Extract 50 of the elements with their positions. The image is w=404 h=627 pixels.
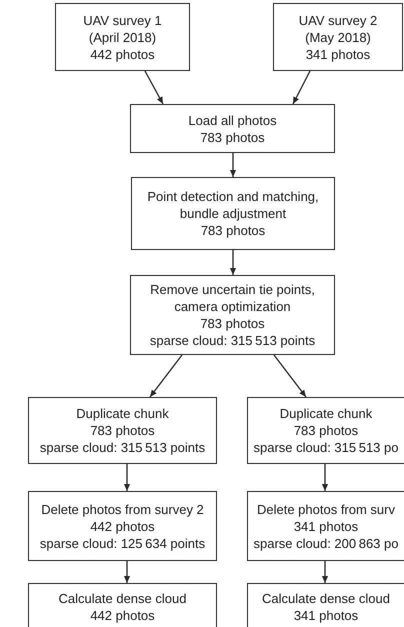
arrow — [144, 70, 164, 104]
step-text: 783 photos — [200, 222, 266, 239]
step-text: Delete photos from surv — [256, 500, 395, 518]
process-box — [28, 491, 217, 561]
step-text: Point detection and matching, bundle adjustment — [146, 188, 320, 222]
step-text: 442 photos — [90, 46, 155, 62]
arrow — [273, 354, 307, 398]
step-text: 783 photos — [90, 422, 155, 439]
step-text: 341 photos — [306, 46, 370, 62]
step-text: UAV survey 1 — [83, 12, 162, 28]
process-box — [28, 583, 217, 627]
step-text: 783 photos — [200, 128, 265, 146]
step-text: sparse cloud: 315 513 points — [150, 332, 316, 349]
step-text: (April 2018) — [88, 28, 156, 46]
step-text: 442 photos — [90, 607, 155, 624]
process-box — [131, 177, 335, 250]
step-text: sparse cloud: 315 513 po — [254, 439, 398, 456]
step-text: Calculate dense cloud — [262, 590, 390, 607]
arrow — [322, 464, 328, 491]
step-text: (May 2018) — [305, 28, 371, 46]
step-text: Duplicate chunk — [280, 405, 372, 422]
step-text: Remove uncertain tie points, camera optimization — [149, 281, 316, 315]
process-box — [273, 3, 403, 71]
process-box — [247, 491, 404, 561]
step-text: UAV survey 2 — [298, 12, 378, 28]
step-text: 341 photos — [294, 607, 358, 624]
step-text: 783 photos — [294, 422, 358, 439]
arrow — [149, 354, 183, 398]
step-text: Load all photos — [188, 112, 277, 128]
process-box — [247, 583, 404, 627]
arrow — [292, 70, 311, 104]
step-text: 442 photos — [90, 518, 155, 534]
arrow — [322, 561, 328, 583]
process-box — [130, 275, 335, 355]
process-box — [247, 397, 404, 464]
step-text: Delete photos from survey 2 — [41, 500, 204, 518]
step-text: sparse cloud: 125 634 points — [40, 534, 206, 552]
arrow — [124, 464, 130, 491]
arrow — [124, 561, 130, 583]
arrow — [230, 250, 236, 275]
process-box — [130, 104, 335, 153]
arrow — [230, 153, 236, 177]
process-box — [28, 397, 217, 464]
step-text: 341 photos — [294, 518, 358, 534]
step-text: 783 photos — [200, 315, 265, 332]
step-text: Calculate dense cloud — [58, 590, 186, 607]
step-text: sparse cloud: 315 513 points — [40, 439, 206, 456]
process-box — [55, 3, 190, 71]
step-text: Duplicate chunk — [76, 405, 169, 422]
step-text: sparse cloud: 200 863 po — [254, 534, 398, 552]
